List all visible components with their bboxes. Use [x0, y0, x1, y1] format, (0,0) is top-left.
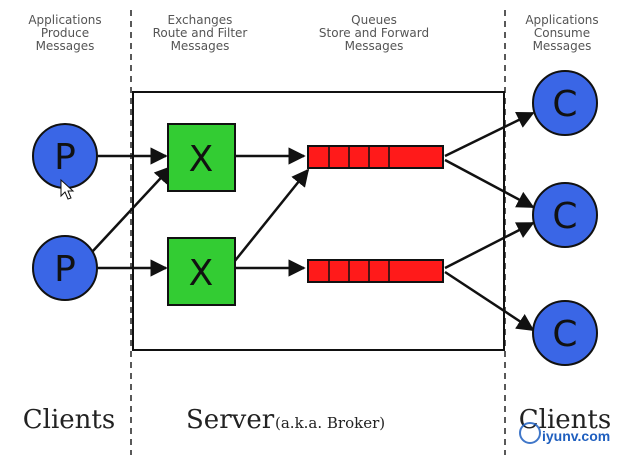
arrow-q1-c2: [444, 158, 535, 209]
queue-1-body: [307, 145, 444, 169]
exchange-1-box: [167, 123, 236, 192]
consumer-1-label: C: [552, 84, 577, 125]
header-consumers-line1: Applications: [525, 13, 598, 27]
consumer-2-label: C: [552, 196, 577, 237]
header-queues: Queues Store and Forward Messages: [319, 13, 429, 53]
header-exchanges-line3: Messages: [171, 39, 230, 53]
exchange-2-label: X: [189, 253, 214, 294]
consumer-3-circle: [532, 300, 598, 366]
arrow-x2-q1: [233, 168, 310, 263]
watermark: iyunv.com: [519, 422, 610, 444]
header-queues-line1: Queues: [351, 13, 397, 27]
mouse-cursor-icon: [60, 178, 75, 200]
watermark-text: iyunv.com: [542, 428, 610, 444]
arrow-q2-c2: [444, 221, 535, 270]
server-box: [132, 91, 505, 351]
exchange-2-box: [167, 237, 236, 306]
queue-2: [307, 259, 444, 283]
producer-2-label: P: [54, 249, 76, 290]
consumer-1-circle: [532, 70, 598, 136]
consumer-2-circle: [532, 182, 598, 248]
clients-right-label: Clients: [519, 405, 611, 435]
header-exchanges-line1: Exchanges: [168, 13, 233, 27]
connections: [91, 111, 535, 332]
consumer-2: C: [532, 182, 598, 248]
header-exchanges: Exchanges Route and Filter Messages: [153, 13, 248, 53]
header-consumers: Applications Consume Messages: [525, 13, 598, 53]
header-queues-line3: Messages: [345, 39, 404, 53]
producer-2: P: [32, 235, 98, 301]
header-queues-line2: Store and Forward: [319, 26, 429, 40]
server-label: Server: [186, 405, 275, 435]
arrow-q1-c1: [444, 111, 535, 158]
header-consumers-line3: Messages: [533, 39, 592, 53]
header-producers: Applications Produce Messages: [28, 13, 101, 53]
header-producers-line2: Produce: [41, 26, 89, 40]
header-producers-line3: Messages: [36, 39, 95, 53]
producer-1: P: [32, 123, 98, 189]
consumer-1: C: [532, 70, 598, 136]
header-producers-line1: Applications: [28, 13, 101, 27]
broker-note-label: (a.k.a. Broker): [275, 414, 385, 432]
consumer-3-label: C: [552, 314, 577, 355]
arrow-p2-x1: [91, 165, 173, 253]
queue-2-body: [307, 259, 444, 283]
producer-2-circle: [32, 235, 98, 301]
exchange-1: X: [167, 123, 236, 192]
consumer-3: C: [532, 300, 598, 366]
queue-1: [307, 145, 444, 169]
exchange-1-label: X: [189, 139, 214, 180]
arrow-q2-c3: [444, 270, 535, 332]
header-consumers-line2: Consume: [534, 26, 590, 40]
clients-left-label: Clients: [23, 405, 115, 435]
watermark-logo-icon: [519, 422, 541, 444]
producer-1-label: P: [54, 137, 76, 178]
header-exchanges-line2: Route and Filter: [153, 26, 248, 40]
exchange-2: X: [167, 237, 236, 306]
